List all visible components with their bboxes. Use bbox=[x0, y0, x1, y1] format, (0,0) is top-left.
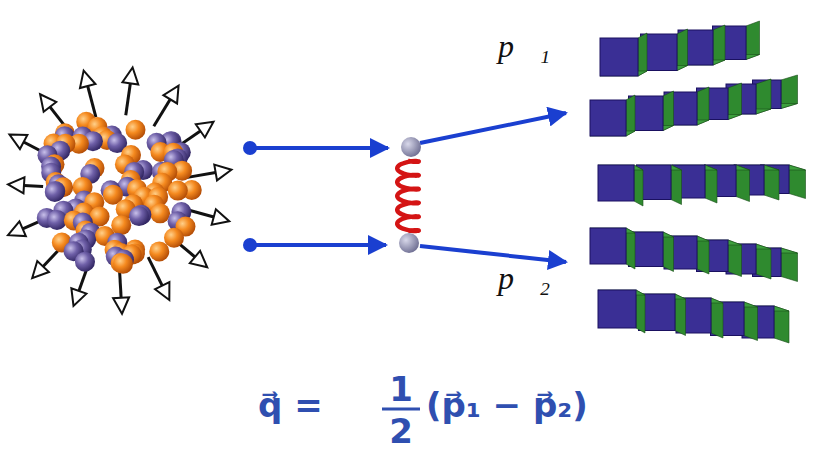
expansion-arrowhead bbox=[190, 251, 207, 267]
nucleon bbox=[75, 252, 95, 272]
outgoing-beam bbox=[420, 113, 566, 143]
expansion-arrowhead bbox=[163, 86, 178, 104]
nucleon bbox=[125, 120, 145, 140]
expansion-arrowhead bbox=[122, 67, 138, 84]
nucleon bbox=[113, 254, 133, 274]
detector-cube-side bbox=[638, 33, 647, 76]
particle bbox=[399, 233, 419, 253]
expansion-arrow bbox=[24, 185, 43, 186]
expansion-arrowhead bbox=[8, 221, 26, 236]
formula-numerator: 1 bbox=[389, 372, 413, 406]
detector-cube-side bbox=[728, 83, 742, 120]
detector-cube-side bbox=[697, 236, 709, 274]
detector-cube-side bbox=[671, 165, 682, 205]
incoming-beam bbox=[250, 146, 388, 150]
detector-cube bbox=[600, 38, 638, 76]
nucleon bbox=[111, 215, 131, 235]
expansion-arrowhead bbox=[8, 177, 24, 193]
nucleon bbox=[168, 181, 188, 201]
detector-cube-side bbox=[663, 91, 674, 131]
expansion-arrowhead bbox=[113, 297, 129, 313]
detector-cube-side bbox=[626, 95, 635, 136]
particle-source bbox=[8, 67, 231, 313]
detector-cube-side bbox=[634, 165, 643, 206]
expansion-arrowhead bbox=[196, 122, 214, 138]
expansion-arrow bbox=[148, 257, 162, 286]
detector-array bbox=[590, 21, 806, 343]
expansion-arrow bbox=[126, 83, 131, 115]
momentum-label: p⃗₂ bbox=[498, 262, 550, 294]
detector-cube-side bbox=[675, 294, 686, 336]
expansion-arrowhead bbox=[214, 165, 231, 181]
nucleon bbox=[45, 181, 65, 201]
detector-cube-side bbox=[713, 25, 725, 65]
expansion-arrowhead bbox=[155, 282, 169, 300]
nucleon bbox=[164, 228, 184, 248]
detector-cube-side bbox=[711, 298, 723, 338]
expansion-arrowhead bbox=[71, 288, 86, 306]
detector-cube bbox=[598, 165, 634, 201]
formula-text: q⃗ = bbox=[258, 388, 323, 422]
particle bbox=[401, 137, 421, 157]
nucleon bbox=[149, 241, 169, 261]
detector-cube-side bbox=[736, 165, 750, 202]
expansion-arrowhead bbox=[212, 209, 230, 224]
formula-text: (p⃗₁ − p⃗₂) bbox=[426, 388, 588, 422]
detector-cube-side bbox=[626, 228, 635, 269]
expansion-arrowhead bbox=[9, 135, 27, 150]
interaction-spring bbox=[397, 161, 419, 231]
momentum-label: p⃗₁ bbox=[498, 30, 550, 62]
nucleon bbox=[150, 203, 170, 223]
detector-cube bbox=[590, 100, 626, 136]
outgoing-beam bbox=[420, 246, 566, 262]
expansion-arrowhead bbox=[80, 71, 95, 89]
detector-cube-side bbox=[697, 87, 709, 125]
detector-cube bbox=[590, 228, 626, 264]
expansion-arrow bbox=[154, 99, 170, 126]
expansion-arrowhead bbox=[32, 261, 49, 278]
incoming-beam bbox=[250, 243, 386, 247]
detector-cube-side bbox=[705, 165, 717, 203]
expansion-arrowhead bbox=[40, 94, 56, 112]
particle-beams bbox=[243, 113, 566, 262]
fraction-bar bbox=[382, 408, 420, 411]
formula-denominator: 2 bbox=[389, 414, 413, 448]
detector-cube-side bbox=[663, 232, 674, 272]
detector-cube-side bbox=[744, 302, 758, 341]
detector-cube-side bbox=[728, 240, 742, 277]
detector-cube bbox=[598, 290, 636, 328]
detector-cube-side bbox=[636, 290, 645, 333]
detector-cube-side bbox=[746, 21, 760, 60]
nucleon bbox=[129, 206, 149, 226]
detector-cube-side bbox=[774, 306, 789, 343]
detector-cube-side bbox=[677, 29, 688, 71]
nucleon bbox=[45, 182, 65, 202]
